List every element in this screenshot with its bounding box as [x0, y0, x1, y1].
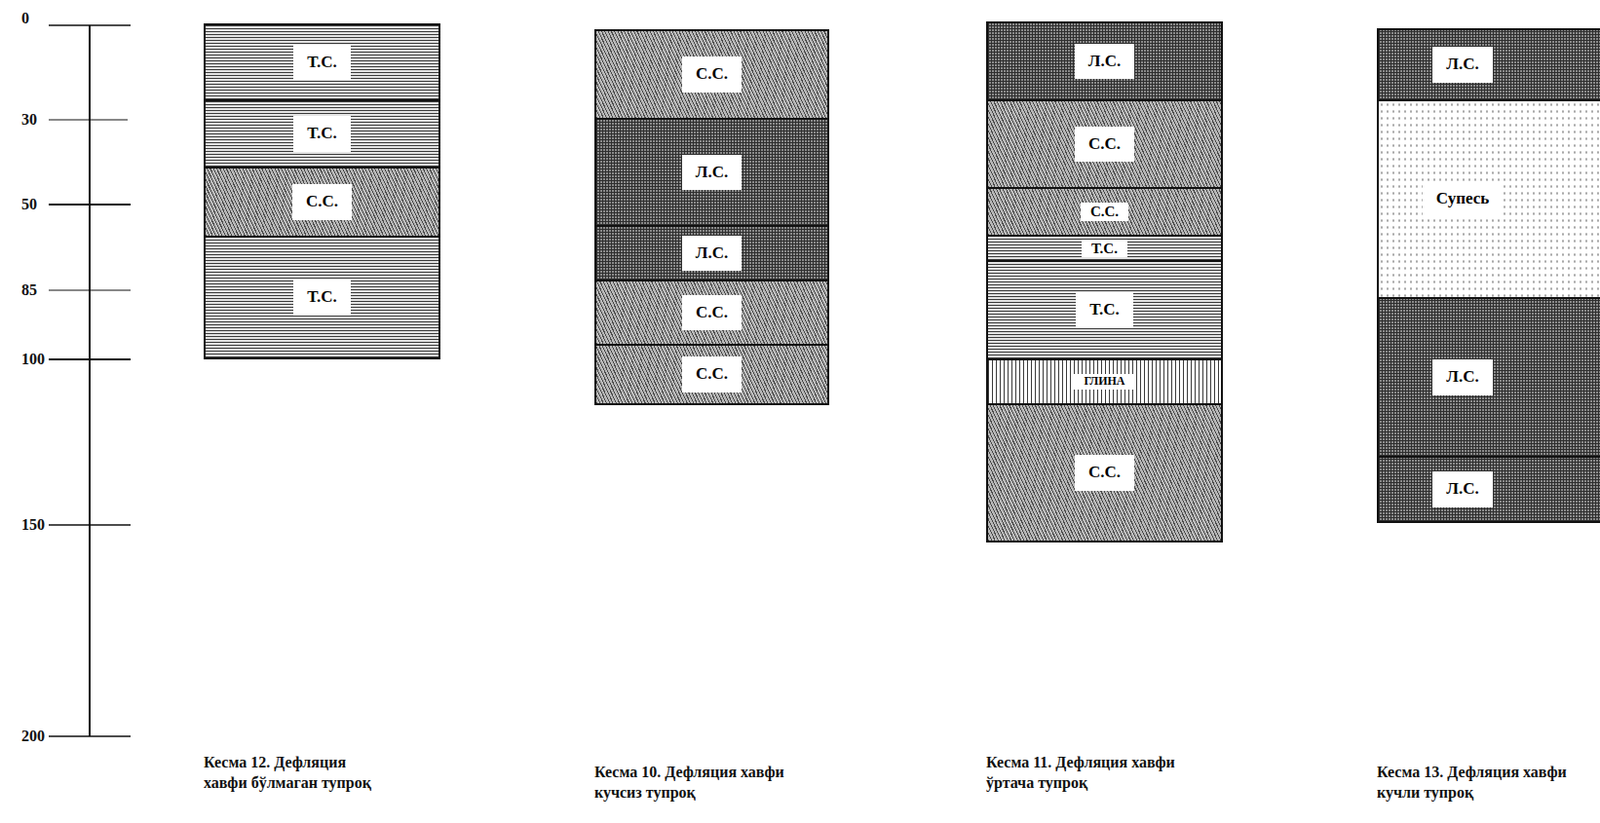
soil-layer: Л.С. — [596, 225, 828, 280]
layer-label: С.С. — [682, 56, 742, 92]
depth-label: 0 — [21, 10, 30, 27]
scale-tick — [48, 735, 131, 738]
layer-label: Т.С. — [1081, 239, 1128, 259]
layer-label: С.С. — [682, 295, 742, 331]
scale-axis — [88, 25, 91, 737]
soil-layer: С.С. — [596, 279, 828, 344]
soil-layer: Т.С. — [988, 234, 1221, 261]
soil-layer: С.С. — [988, 403, 1221, 541]
layer-label: Л.С. — [682, 154, 742, 191]
depth-label: 100 — [21, 351, 45, 368]
layer-label: Л.С. — [1432, 46, 1492, 82]
soil-layer: С.С. — [988, 99, 1221, 188]
soil-layer: С.С. — [596, 343, 828, 404]
soil-layer: Л.С. — [596, 117, 828, 226]
scale-tick — [48, 24, 131, 27]
soil-layer: Л.С. — [1378, 30, 1600, 100]
soil-profile: Кесма 13. Дефляция хавфи кучли тупроқЛ.С… — [1376, 28, 1600, 524]
soil-profile: Кесма 11. Дефляция хавфи ўртача тупроқЛ.… — [986, 21, 1223, 543]
soil-layer: Л.С. — [988, 23, 1221, 100]
depth-label: 50 — [21, 196, 38, 213]
soil-layer: Т.С. — [205, 235, 439, 358]
depth-label: 85 — [21, 282, 38, 299]
layer-label: Т.С. — [293, 115, 350, 152]
profile-caption: Кесма 13. Дефляция хавфи кучли тупроқ — [1376, 762, 1592, 804]
soil-layer: Т.С. — [205, 25, 439, 100]
soil-layer: Л.С. — [1378, 297, 1600, 457]
layer-label: Т.С. — [293, 279, 350, 315]
scale-tick — [48, 290, 131, 292]
scale-tick — [48, 358, 131, 361]
soil-layer: Т.С. — [205, 99, 439, 167]
layer-label: ГЛИНА — [1073, 374, 1135, 389]
layer-label: С.С. — [1074, 126, 1135, 162]
depth-label: 150 — [21, 517, 45, 534]
layer-label: С.С. — [1074, 455, 1135, 491]
layer-label: С.С. — [292, 184, 352, 220]
scale-tick — [48, 119, 128, 121]
layer-label: Т.С. — [1075, 292, 1133, 328]
soil-layer: ГЛИНА — [988, 358, 1221, 404]
soil-layer: Т.С. — [988, 260, 1221, 359]
scale-tick — [48, 524, 131, 527]
layer-label: Л.С. — [1074, 43, 1135, 79]
layer-label: С.С. — [1080, 202, 1129, 222]
profile-caption: Кесма 10. Дефляция хавфи кучсиз тупроқ — [594, 762, 824, 804]
soil-layer: С.С. — [988, 187, 1221, 235]
profile-caption: Кесма 11. Дефляция хавфи ўртача тупроқ — [986, 753, 1216, 795]
soil-layer: Л.С. — [1378, 456, 1600, 522]
depth-label: 200 — [21, 728, 45, 745]
layer-label: Т.С. — [293, 44, 350, 80]
soil-layer: С.С. — [596, 31, 828, 118]
soil-profile: Кесма 10. Дефляция хавфи кучсиз тупроқС.… — [594, 29, 830, 406]
depth-label: 30 — [21, 112, 38, 128]
soil-layer: Супесь — [1378, 99, 1600, 298]
scale-tick — [48, 203, 131, 206]
soil-profile: Кесма 12. Дефляция хавфи бўлмаган тупроқ… — [203, 23, 441, 360]
layer-label: Л.С. — [1432, 471, 1492, 507]
layer-label: Л.С. — [682, 235, 742, 271]
soil-layer: С.С. — [205, 166, 439, 236]
layer-label: С.С. — [682, 356, 742, 392]
layer-label: Л.С. — [1432, 359, 1492, 395]
layer-label: Супесь — [1422, 181, 1503, 217]
profile-caption: Кесма 12. Дефляция хавфи бўлмаган тупроқ — [203, 753, 380, 795]
